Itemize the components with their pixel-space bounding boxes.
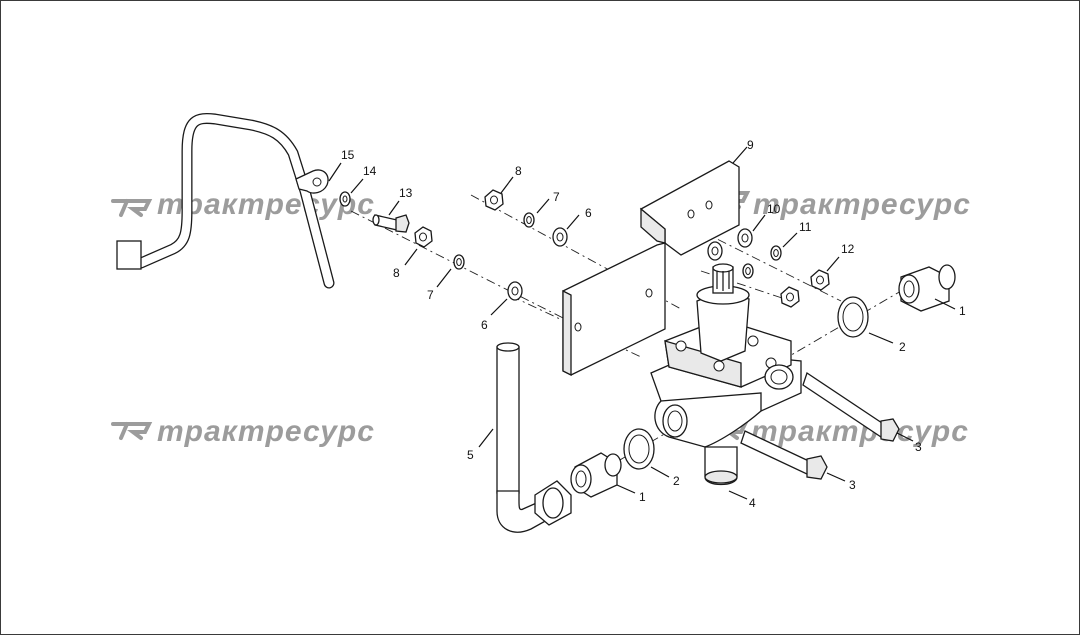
callout-14: 14	[350, 164, 377, 194]
nut-12	[810, 269, 830, 291]
long-bolt-3-lower	[740, 430, 828, 480]
callout-number: 3	[915, 440, 922, 454]
watermark-logo	[111, 422, 153, 440]
callout-13: 13	[388, 186, 413, 216]
callout-number: 6	[585, 206, 592, 220]
lock-washer-7-left	[453, 254, 465, 270]
callout-number: 2	[899, 340, 906, 354]
callout-7-left: 7	[427, 268, 452, 302]
pipe-fitting-end	[116, 240, 142, 270]
callout-9: 9	[732, 138, 754, 164]
callout-2-right: 2	[868, 332, 906, 354]
callout-number: 7	[553, 190, 560, 204]
callout-number: 3	[849, 478, 856, 492]
watermark-logo	[111, 199, 153, 217]
callout-7-upper: 7	[536, 190, 560, 214]
watermark-top-left: трактресурс	[111, 188, 375, 221]
callout-number: 4	[749, 496, 756, 510]
callout-number: 15	[341, 148, 355, 162]
union-fitting-1-right	[898, 264, 956, 312]
pipe-clamp	[295, 169, 329, 194]
callout-number: 1	[639, 490, 646, 504]
long-bolt-3-upper	[802, 371, 900, 442]
mounting-bracket-9	[562, 160, 740, 377]
watermark-bottom-left: трактресурс	[111, 415, 375, 448]
lock-washer-11	[770, 245, 782, 261]
callout-4: 4	[728, 490, 756, 510]
callout-number: 8	[515, 164, 522, 178]
callout-6-left: 6	[481, 298, 508, 332]
gasket-2-right	[837, 296, 869, 338]
lock-washer-11-lower	[742, 263, 754, 279]
watermark-text: трактресурс	[753, 188, 971, 221]
callout-number: 13	[399, 186, 413, 200]
callout-5: 5	[467, 428, 494, 462]
callout-number: 9	[747, 138, 754, 152]
callout-number: 1	[959, 304, 966, 318]
callout-10: 10	[752, 202, 781, 232]
union-fitting-1-bottom	[570, 452, 622, 498]
callout-3-upper: 3	[896, 432, 922, 454]
callout-number: 11	[799, 220, 812, 234]
brake-pipe-with-clamp	[116, 112, 351, 289]
bolt-13	[372, 214, 410, 233]
callout-8-left: 8	[393, 248, 418, 280]
callout-number: 7	[427, 288, 434, 302]
watermark-top-right: трактресурс	[709, 188, 971, 221]
washer-6-left	[507, 281, 523, 301]
washer-6-upper	[552, 227, 568, 247]
callout-3-lower: 3	[826, 472, 856, 492]
callout-15: 15	[328, 148, 355, 182]
callout-8-upper: 8	[500, 164, 522, 194]
callout-number: 10	[767, 202, 781, 216]
gasket-2-bottom	[623, 428, 655, 470]
callout-11: 11	[782, 220, 812, 248]
nut-12-lower	[780, 286, 800, 308]
washer-10	[737, 228, 753, 248]
callout-number: 6	[481, 318, 488, 332]
callout-12: 12	[826, 242, 855, 272]
callout-6-upper: 6	[566, 206, 592, 230]
assembly-axis-lines	[350, 194, 902, 472]
callout-1-bottom: 1	[616, 484, 646, 504]
callout-number: 8	[393, 266, 400, 280]
nut-8-left	[414, 226, 433, 248]
callout-number: 14	[363, 164, 377, 178]
lock-washer-7-upper	[523, 212, 535, 228]
nut-8-upper	[484, 189, 504, 211]
hose-5-with-elbow	[496, 342, 572, 533]
callout-number: 5	[467, 448, 474, 462]
watermark-text: трактресурс	[157, 188, 375, 221]
callout-1-right: 1	[934, 298, 966, 318]
lock-washer-14	[339, 191, 351, 207]
callout-number: 12	[841, 242, 855, 256]
callout-number: 2	[673, 474, 680, 488]
callout-2-bottom: 2	[650, 466, 680, 488]
washer-10-lower	[707, 241, 723, 261]
pressure-regulator-valve-4	[650, 263, 802, 486]
watermark-text: трактресурс	[157, 415, 375, 448]
